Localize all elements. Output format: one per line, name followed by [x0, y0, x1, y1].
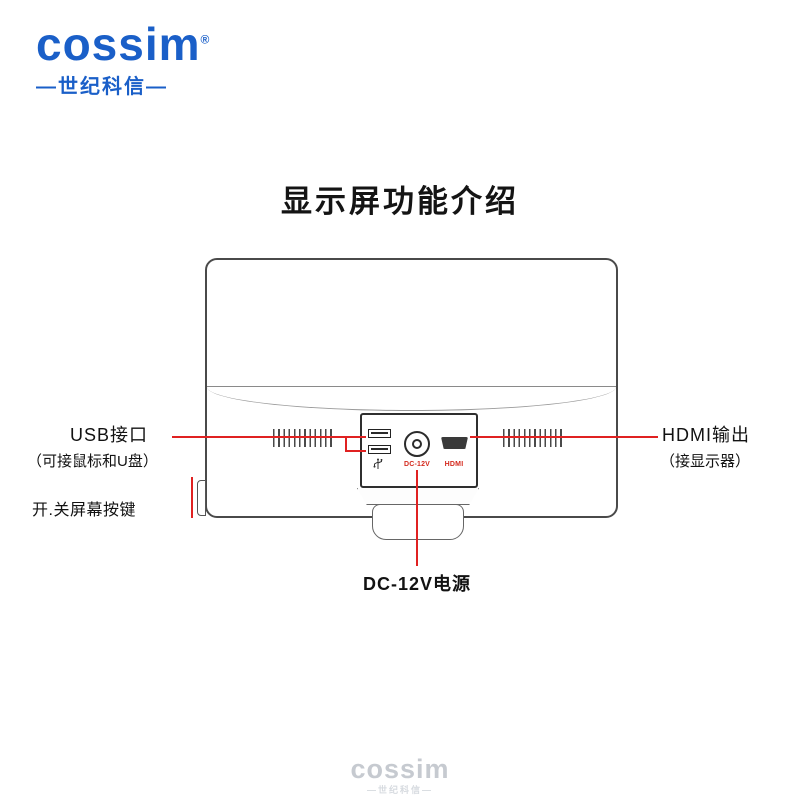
stand-hinge	[372, 504, 464, 540]
registered-mark: ®	[200, 32, 211, 47]
usb-port-tongue	[371, 431, 388, 434]
label-usb-title: USB接口	[70, 425, 149, 445]
usb-port-tongue	[371, 447, 388, 450]
label-dc-power: DC-12V电源	[362, 574, 472, 594]
brand-logo: cossim® —世纪科信—	[36, 20, 210, 99]
hdmi-port-label: HDMI	[444, 461, 464, 468]
label-hdmi-subtitle: （接显示器）	[660, 453, 751, 470]
callout-line-dc	[416, 470, 418, 566]
brand-watermark: cossim —世纪科信—	[0, 756, 800, 796]
callout-line-hdmi	[470, 436, 658, 438]
brand-name: cossim	[36, 18, 201, 70]
brand-logo-text: cossim®	[36, 20, 210, 68]
hdmi-port	[441, 437, 468, 449]
power-button-illustration	[197, 480, 206, 516]
usb-icon	[373, 458, 383, 469]
callout-line-usb	[172, 436, 366, 438]
vent-grille-right	[503, 429, 563, 447]
callout-line-usb-lower	[345, 450, 366, 452]
usb-port-2	[368, 445, 391, 454]
label-power-button: 开.关屏幕按键	[32, 502, 136, 519]
watermark-brand-text: cossim	[350, 754, 450, 784]
dc-power-jack-pin	[412, 439, 422, 449]
callout-line-usb-vertical	[345, 436, 347, 452]
dc-power-jack	[404, 431, 430, 457]
callout-line-power-button	[191, 477, 193, 518]
brand-tagline: —世纪科信—	[36, 76, 168, 99]
vent-grille-left	[273, 429, 333, 447]
label-hdmi-title: HDMI输出	[662, 425, 750, 445]
usb-port-1	[368, 429, 391, 438]
monitor-seam-curve	[207, 387, 616, 411]
stand-mount	[357, 488, 479, 505]
watermark-tagline: —世纪科信—	[366, 785, 433, 795]
dc-port-label: DC-12V	[403, 461, 431, 468]
label-usb-subtitle: （可接鼠标和U盘）	[27, 453, 158, 470]
page-title: 显示屏功能介绍	[281, 184, 519, 219]
